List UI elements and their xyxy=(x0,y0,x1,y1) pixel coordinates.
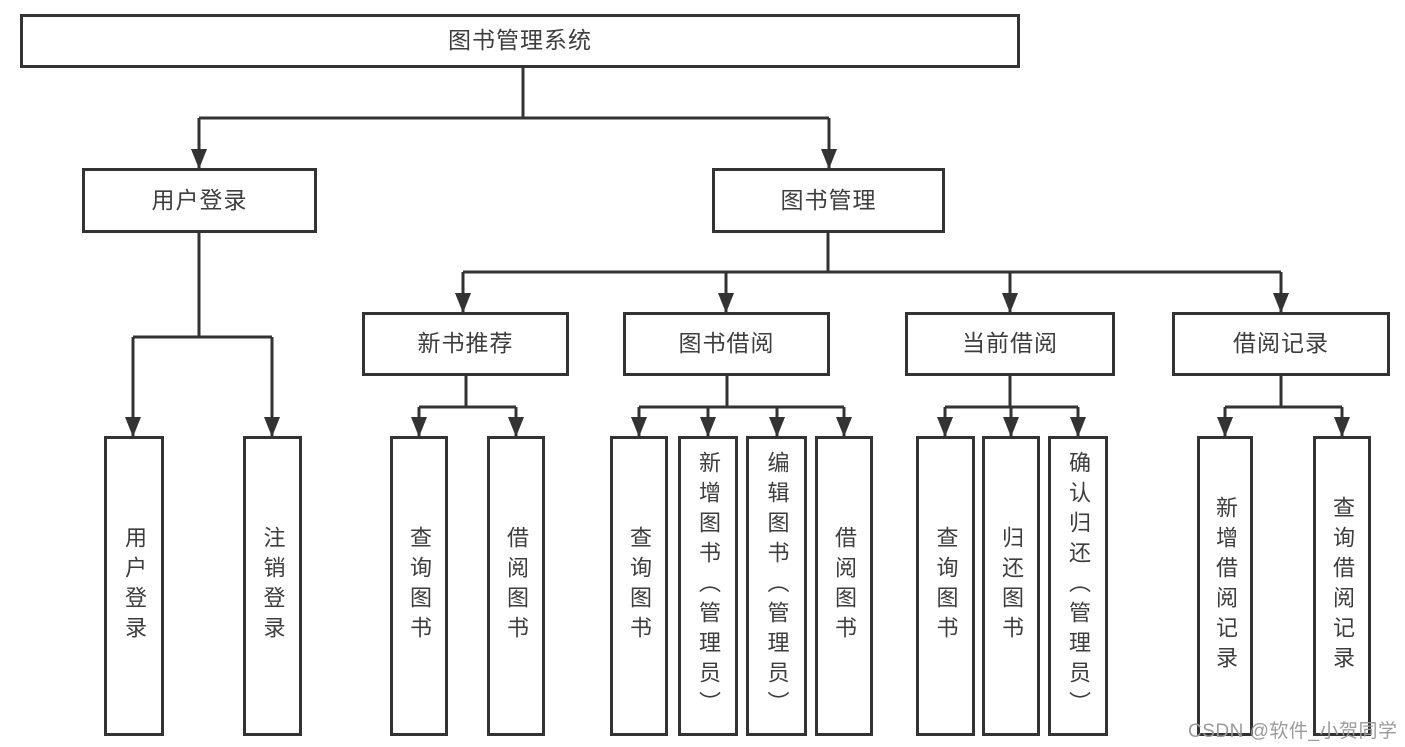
leaf-query-books-recommend: 查询图书 xyxy=(390,436,448,736)
node-book-management: 图书管理 xyxy=(712,168,945,233)
node-current-borrow: 当前借阅 xyxy=(905,312,1115,376)
node-user-login-label: 用户登录 xyxy=(151,186,248,213)
node-new-book-recommend: 新书推荐 xyxy=(362,312,569,376)
node-root-system-label: 图书管理系统 xyxy=(448,27,592,54)
leaf-confirm-return-admin: 确认归还（管理员） xyxy=(1048,436,1108,736)
leaf-logout: 注销登录 xyxy=(243,436,302,736)
node-book-borrow: 图书借阅 xyxy=(623,312,830,376)
leaf-borrow-books-recommend: 借阅图书 xyxy=(487,436,545,736)
leaf-query-borrow-record: 查询借阅记录 xyxy=(1313,436,1371,736)
node-borrow-records-label: 借阅记录 xyxy=(1233,330,1329,357)
leaf-query-books-borrow: 查询图书 xyxy=(610,436,668,736)
node-new-book-recommend-label: 新书推荐 xyxy=(417,330,514,357)
edges-current-borrow-children xyxy=(937,376,1086,437)
node-current-borrow-label: 当前借阅 xyxy=(962,330,1058,357)
edges-book-borrow-children xyxy=(631,376,852,437)
csdn-watermark: CSDN @软件_小贺同学 xyxy=(1188,721,1398,742)
edges-user-login-children xyxy=(125,233,280,437)
node-book-borrow-label: 图书借阅 xyxy=(678,330,775,357)
leaf-edit-book-admin: 编辑图书（管理员） xyxy=(746,436,807,736)
leaf-borrow-books: 借阅图书 xyxy=(815,436,873,736)
leaf-query-books-current: 查询图书 xyxy=(916,436,975,736)
node-user-login: 用户登录 xyxy=(82,168,317,233)
leaf-add-borrow-record: 新增借阅记录 xyxy=(1197,436,1253,736)
node-borrow-records: 借阅记录 xyxy=(1172,312,1390,376)
edges-book-management-children xyxy=(455,233,1289,313)
leaf-add-book-admin: 新增图书（管理员） xyxy=(678,436,738,736)
node-root-system: 图书管理系统 xyxy=(20,14,1020,68)
edges-root-to-level2 xyxy=(191,68,837,169)
node-book-management-label: 图书管理 xyxy=(780,186,877,213)
leaf-user-login: 用户登录 xyxy=(104,436,164,736)
edges-borrow-records-children xyxy=(1217,376,1350,437)
leaf-return-books: 归还图书 xyxy=(982,436,1040,736)
edges-new-book-children xyxy=(411,376,524,437)
